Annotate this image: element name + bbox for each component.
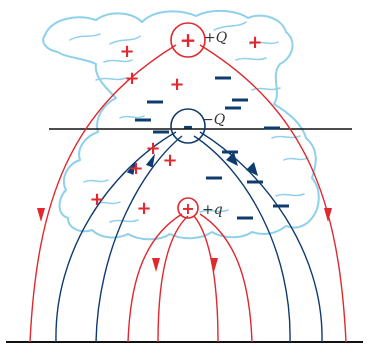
top-charge-sign: +: [180, 28, 197, 52]
plus-sign: +: [162, 150, 177, 171]
plus-sign: +: [119, 41, 134, 62]
middle-charge-sign: –: [183, 114, 193, 138]
minus-sign: [247, 180, 263, 184]
minus-sign: [206, 176, 222, 180]
plus-sign: +: [89, 189, 104, 210]
arrow-blue-right-1: [226, 152, 238, 166]
arrow-blue-right-2: [246, 162, 258, 176]
arrow-red-q-right: [210, 258, 218, 272]
arrow-blue-left-2: [145, 153, 156, 168]
plus-sign: +: [247, 32, 262, 53]
plus-sign: +: [136, 198, 151, 219]
small-charge-label: +q: [202, 202, 223, 218]
arrow-red-left: [37, 208, 45, 222]
minus-sign: [264, 126, 280, 130]
minus-sign: [225, 106, 241, 110]
minus-sign: [147, 100, 163, 104]
negative-field-lines: [55, 131, 323, 343]
arrow-red-q-left: [152, 258, 160, 272]
minus-sign: [273, 204, 289, 208]
small-charge-sign: +: [181, 199, 194, 218]
cloud-outline: [42, 10, 320, 241]
small-positive-charge: + +q: [177, 197, 223, 219]
plus-sign: +: [128, 158, 143, 179]
plus-sign: +: [169, 74, 184, 95]
arrow-red-right: [324, 208, 332, 222]
cloud-texture: [69, 21, 309, 223]
middle-negative-charge: – −Q: [170, 108, 226, 144]
minus-sign: [153, 130, 169, 134]
top-positive-charge: + +Q: [170, 22, 228, 58]
plus-sign: +: [124, 68, 139, 89]
scattered-positive-signs: +++++++++: [89, 32, 262, 219]
middle-charge-label: −Q: [202, 112, 226, 128]
positive-field-lines: [29, 44, 347, 343]
field-arrowheads: [37, 152, 332, 272]
minus-sign: [222, 150, 238, 154]
arrow-blue-left-1: [126, 160, 136, 175]
minus-sign: [135, 118, 151, 122]
top-charge-label: +Q: [204, 30, 228, 46]
minus-sign: [232, 98, 248, 102]
minus-sign: [237, 216, 253, 220]
small-charge-field-lines: [127, 213, 253, 343]
plus-sign: +: [145, 138, 160, 159]
scattered-negative-signs: [135, 76, 289, 220]
minus-sign: [215, 76, 231, 80]
